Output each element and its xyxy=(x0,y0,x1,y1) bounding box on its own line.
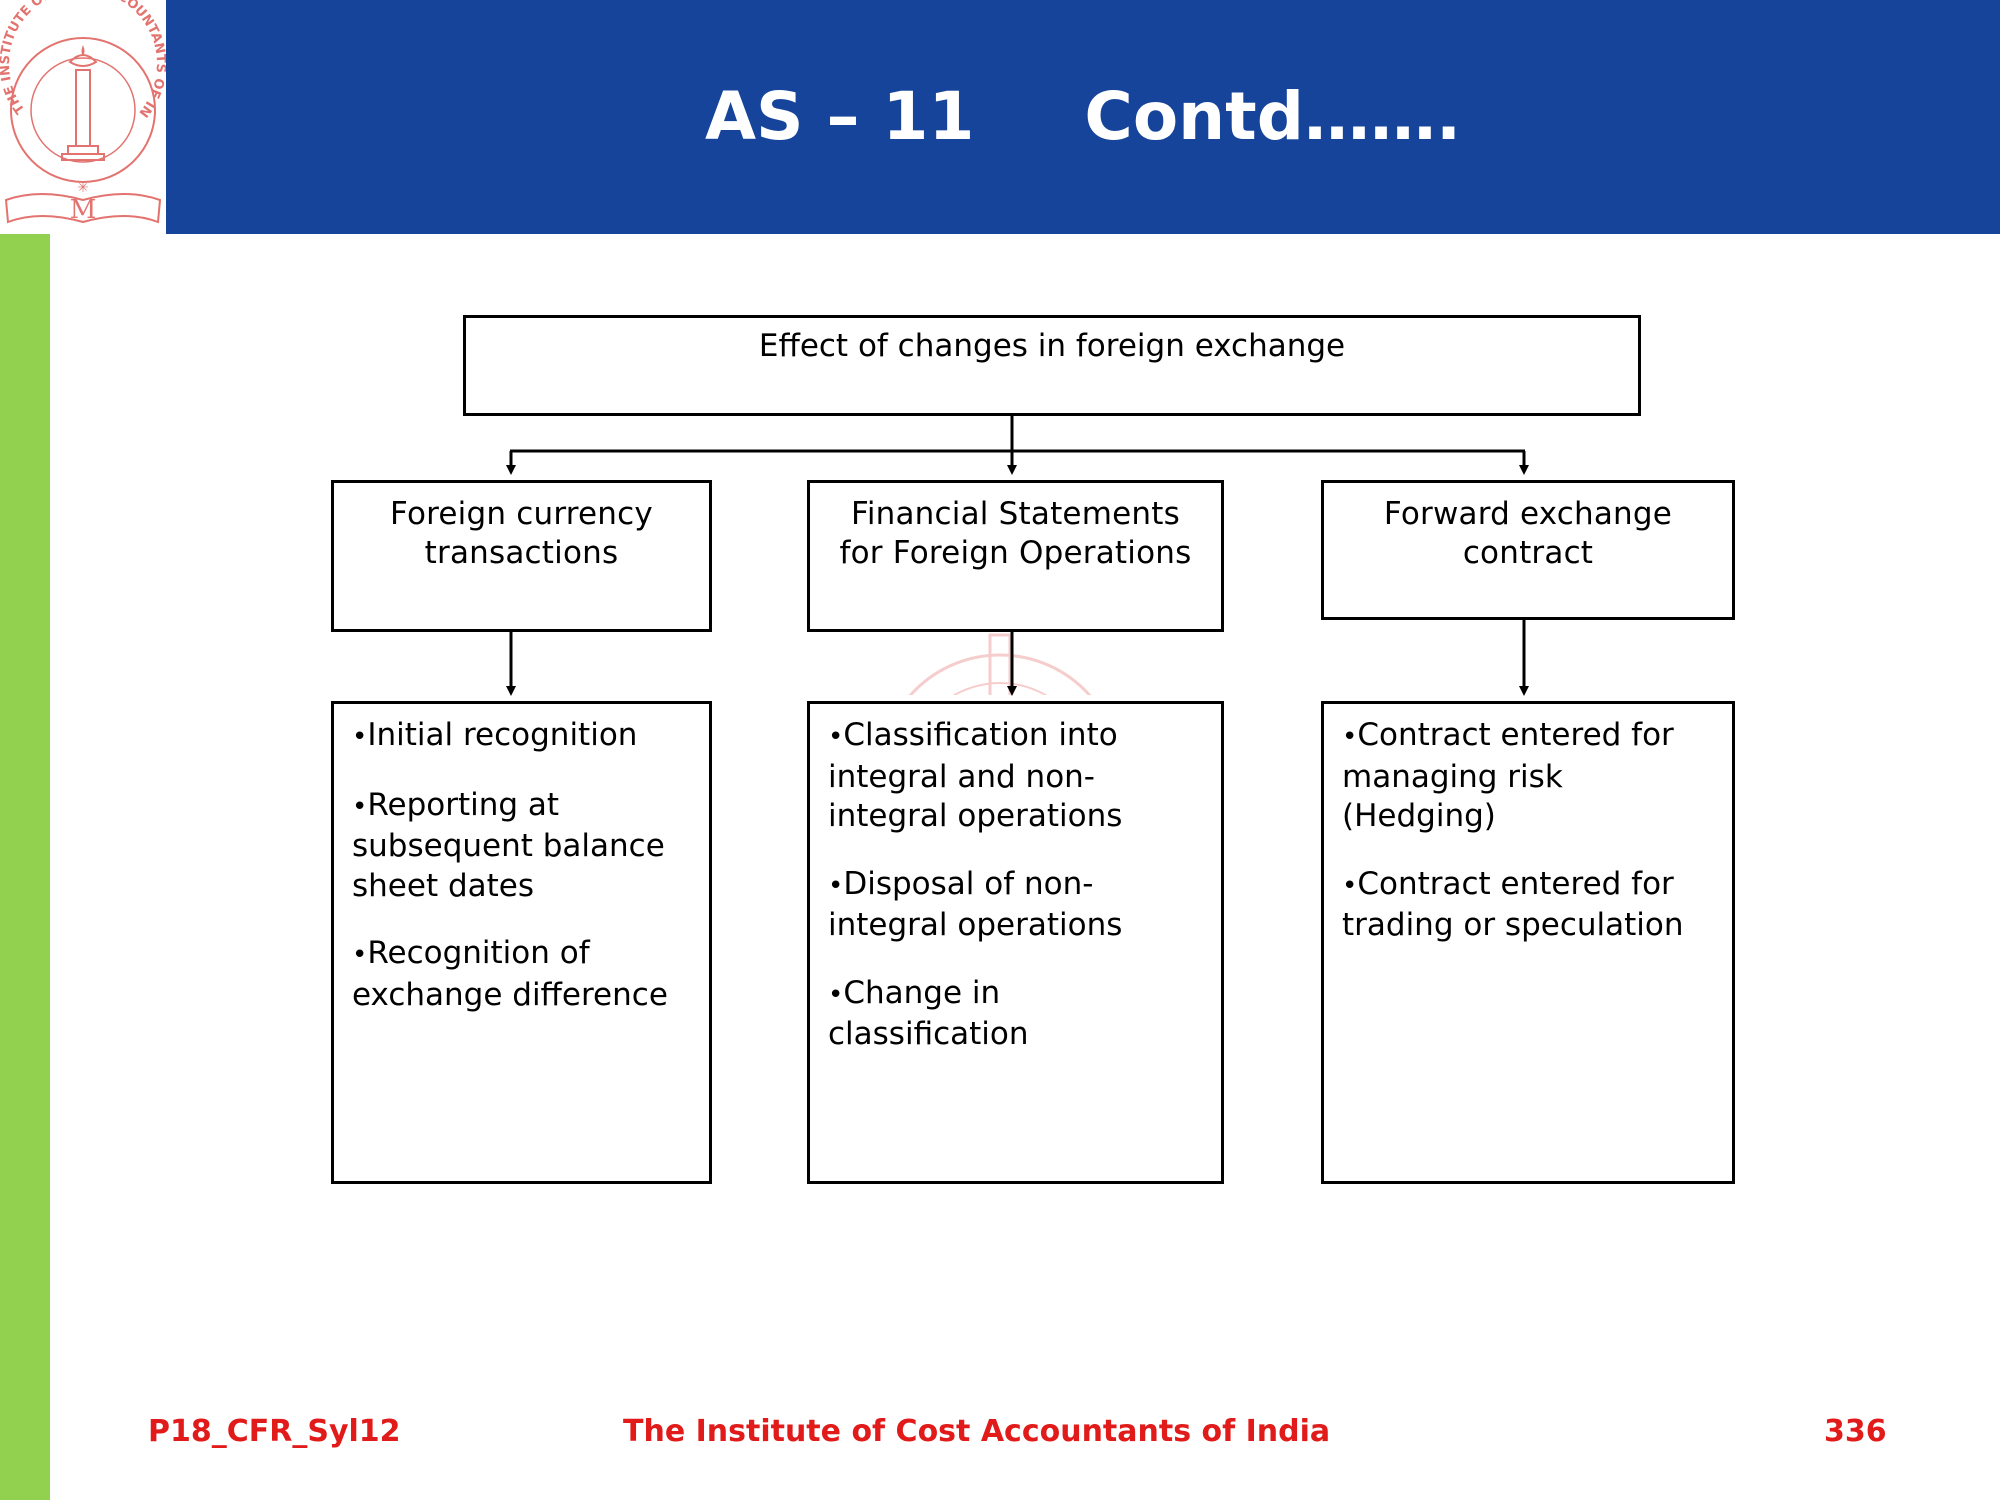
detail-box-financial-statements: Classification into integral and non-int… xyxy=(807,701,1224,1184)
branch-title-line: Foreign currency xyxy=(390,496,653,532)
list-item: Contract entered for managing risk (Hedg… xyxy=(1342,716,1714,837)
slide-title: AS – 11 Contd……. xyxy=(166,72,2000,162)
footer-institute-name: The Institute of Cost Accountants of Ind… xyxy=(623,1414,1331,1449)
list-item: Disposal of non-integral operations xyxy=(828,865,1203,946)
svg-text:M: M xyxy=(70,195,97,225)
branch-title-line: Forward exchange xyxy=(1383,496,1673,532)
title-right: Contd……. xyxy=(1084,78,1462,155)
side-stripe xyxy=(0,234,50,1500)
branch-box-foreign-currency-transactions: Foreign currency transactions xyxy=(331,480,712,632)
institute-logo: THE INSTITUTE OF COST ACCOUNTANTS OF IND… xyxy=(0,0,168,234)
footer-page-number: 336 xyxy=(1824,1414,1887,1449)
branch-title-line: contract xyxy=(1462,535,1594,571)
logo-watermark xyxy=(860,625,1140,695)
svg-text:✳: ✳ xyxy=(77,180,89,196)
root-label: Effect of changes in foreign exchange xyxy=(758,328,1346,364)
branch-title-line: for Foreign Operations xyxy=(839,535,1192,571)
header-bar xyxy=(166,0,2000,234)
branch-box-financial-statements: Financial Statements for Foreign Operati… xyxy=(807,480,1224,632)
detail-box-forward-exchange-contract: Contract entered for managing risk (Hedg… xyxy=(1321,701,1735,1184)
branch-title-line: transactions xyxy=(424,535,619,571)
root-box: Effect of changes in foreign exchange xyxy=(463,315,1641,416)
branch-box-forward-exchange-contract: Forward exchange contract xyxy=(1321,480,1735,620)
list-item: Initial recognition xyxy=(352,716,691,758)
footer-course-code: P18_CFR_Syl12 xyxy=(148,1414,401,1449)
list-item: Classification into integral and non-int… xyxy=(828,716,1203,837)
branch-title-line: Financial Statements xyxy=(851,496,1180,532)
list-item: Recognition of exchange difference xyxy=(352,934,691,1015)
detail-box-foreign-currency-transactions: Initial recognition Reporting at subsequ… xyxy=(331,701,712,1184)
list-item: Contract entered for trading or speculat… xyxy=(1342,865,1714,946)
list-item: Change in classification xyxy=(828,974,1203,1055)
title-left: AS – 11 xyxy=(704,78,975,155)
list-item: Reporting at subsequent balance sheet da… xyxy=(352,786,691,907)
